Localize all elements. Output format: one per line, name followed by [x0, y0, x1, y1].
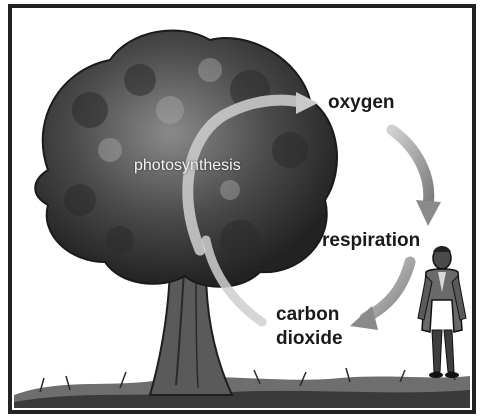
oxygen-label: oxygen: [328, 92, 395, 114]
photosynthesis-label: photosynthesis: [134, 155, 241, 177]
dioxide-label: dioxide: [276, 328, 343, 350]
carbon-label: carbon: [276, 304, 339, 326]
respiration-label: respiration: [322, 230, 420, 252]
